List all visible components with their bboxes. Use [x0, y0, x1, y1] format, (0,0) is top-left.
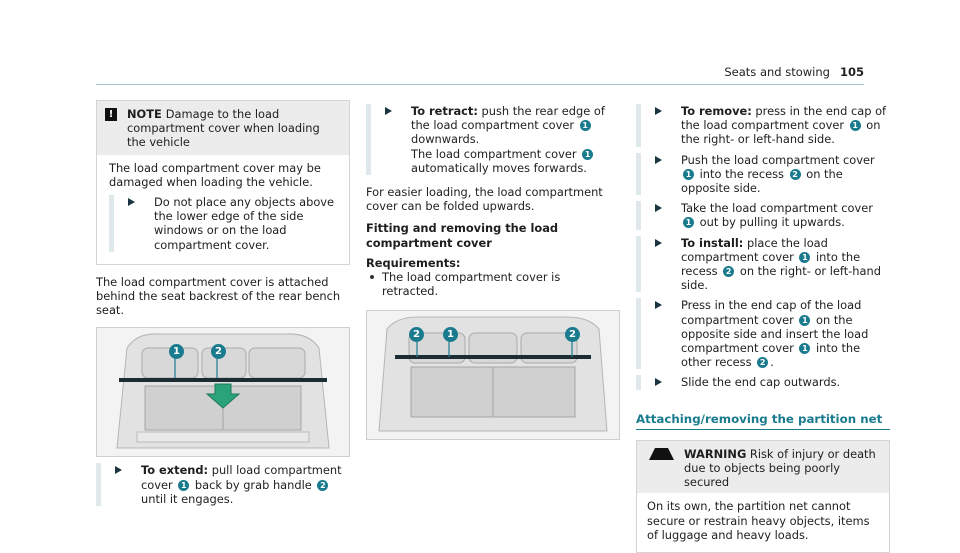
warning-label: WARNING: [684, 446, 747, 461]
callout-1: 1: [683, 217, 694, 229]
note-step: Do not place any objects above the lower…: [109, 195, 339, 252]
callout-2: 2: [409, 327, 424, 343]
step-arrow-icon: [385, 107, 399, 115]
step-arrow-icon: [655, 301, 669, 310]
press-step: Press in the end cap of the load compart…: [636, 298, 890, 370]
callout-1: 1: [799, 314, 811, 326]
take-step: Take the load compartment cover 1 out by…: [636, 201, 890, 230]
bullet-icon: [370, 275, 374, 280]
step-arrow-icon: [655, 238, 669, 247]
note-text: The load compartment cover may be damage…: [109, 160, 321, 189]
callout-1: 1: [178, 479, 190, 491]
callout-1: 1: [582, 148, 594, 160]
column-2: To retract: push the rear edge of the lo…: [366, 100, 620, 441]
callout-2: 2: [789, 168, 801, 180]
callout-2: 2: [565, 327, 580, 343]
requirement-item: The load compartment cover is retracted.: [368, 270, 620, 298]
page-number: 105: [839, 65, 864, 79]
callout-1: 1: [799, 251, 811, 263]
slide-step: Slide the end cap outwards.: [636, 375, 890, 390]
header-rule: [96, 84, 864, 85]
step-arrow-icon: [655, 204, 669, 213]
warning-title: Risk of injury or death due to objects b…: [684, 446, 876, 490]
push-step: Push the load compartment cover 1 into t…: [636, 152, 890, 196]
callout-2: 2: [211, 344, 226, 360]
step-arrow-icon: [655, 155, 669, 164]
fold-text: For easier loading, the load compartment…: [366, 185, 603, 214]
install-step: To install: place the load compartment c…: [636, 235, 890, 293]
remove-step: To remove: press in the end cap of the l…: [636, 104, 890, 147]
step-arrow-icon: [115, 466, 129, 475]
callout-2: 2: [757, 357, 769, 369]
exclamation-icon: !: [105, 108, 117, 121]
figure-extend: 1 2: [96, 327, 350, 458]
column-3: To remove: press in the end cap of the l…: [636, 100, 890, 553]
running-header: Seats and stowing 105: [724, 65, 864, 79]
callout-1: 1: [579, 120, 591, 132]
callout-1: 1: [849, 120, 861, 132]
fitting-heading: Fitting and removing the load compartmen…: [366, 221, 559, 250]
section-name: Seats and stowing: [724, 65, 830, 79]
warning-triangle-icon: [649, 447, 674, 460]
retract-step: To retract: push the rear edge of the lo…: [366, 104, 620, 176]
extend-step: To extend: pull load compartment cover 1…: [96, 463, 350, 507]
partition-net-heading: Attaching/removing the partition net: [636, 412, 890, 430]
warning-box: WARNING Risk of injury or death due to o…: [636, 439, 890, 553]
cargo-illustration-2: [367, 311, 619, 440]
figure-fitting: 2 1 2: [366, 310, 620, 441]
callout-1: 1: [169, 344, 184, 360]
callout-1: 1: [443, 327, 458, 343]
step-arrow-icon: [655, 107, 669, 115]
step-arrow-icon: [655, 378, 669, 387]
note-label: NOTE: [127, 107, 162, 121]
warning-header: WARNING Risk of injury or death due to o…: [637, 440, 889, 494]
callout-1: 1: [799, 343, 811, 355]
callout-2: 2: [723, 266, 735, 278]
callout-1: 1: [683, 168, 694, 180]
intro-text: The load compartment cover is attached b…: [96, 274, 341, 318]
callout-2: 2: [317, 479, 329, 491]
warning-text: On its own, the partition net cannot sec…: [647, 499, 870, 542]
note-title: Damage to the load compartment cover whe…: [127, 107, 320, 150]
step-arrow-icon: [128, 198, 142, 207]
requirements-label: Requirements:: [366, 255, 461, 270]
